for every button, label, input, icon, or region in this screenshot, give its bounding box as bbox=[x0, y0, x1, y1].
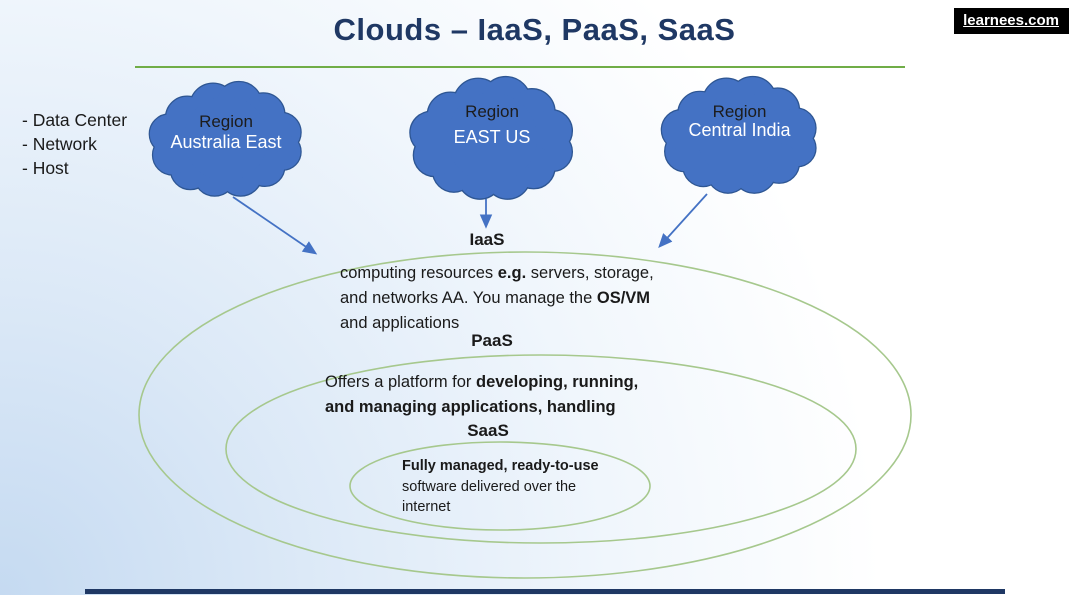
paas-label: PaaS bbox=[471, 331, 513, 350]
region-name: Australia East bbox=[170, 131, 282, 152]
learnees-badge[interactable]: learnees.com bbox=[954, 8, 1069, 34]
cloud-australia-east: Region Australia East bbox=[145, 74, 307, 202]
cloud-east-us: Region EAST US bbox=[404, 72, 580, 202]
page-title: Clouds – IaaS, PaaS, SaaS bbox=[333, 12, 736, 47]
region-name: EAST US bbox=[453, 126, 531, 147]
region-prefix: Region bbox=[465, 102, 519, 121]
region-prefix: Region bbox=[712, 102, 767, 121]
datacenter-list: - Data Center- Network- Host bbox=[22, 110, 128, 178]
cloud-icon bbox=[660, 75, 817, 194]
region-name: Central India bbox=[688, 119, 791, 140]
saas-label: SaaS bbox=[467, 421, 509, 440]
region-prefix: Region bbox=[199, 112, 253, 131]
iaas-ellipse bbox=[138, 251, 912, 579]
cloud-central-india: Region Central India bbox=[657, 72, 822, 196]
iaas-label: IaaS bbox=[469, 230, 505, 249]
title-underline-rule bbox=[135, 66, 905, 68]
iaas-description: computing resources e.g. servers, storag… bbox=[340, 264, 654, 332]
bottom-bar bbox=[85, 589, 1005, 594]
arrow-australia-east-icon bbox=[232, 196, 318, 255]
cloud-icon bbox=[409, 75, 574, 200]
paas-description: Offers a platform for developing, runnin… bbox=[325, 373, 639, 416]
paas-ellipse bbox=[225, 354, 857, 544]
saas-ellipse bbox=[349, 441, 651, 531]
arrow-central-india-icon bbox=[658, 193, 708, 249]
cloud-icon bbox=[148, 80, 302, 197]
